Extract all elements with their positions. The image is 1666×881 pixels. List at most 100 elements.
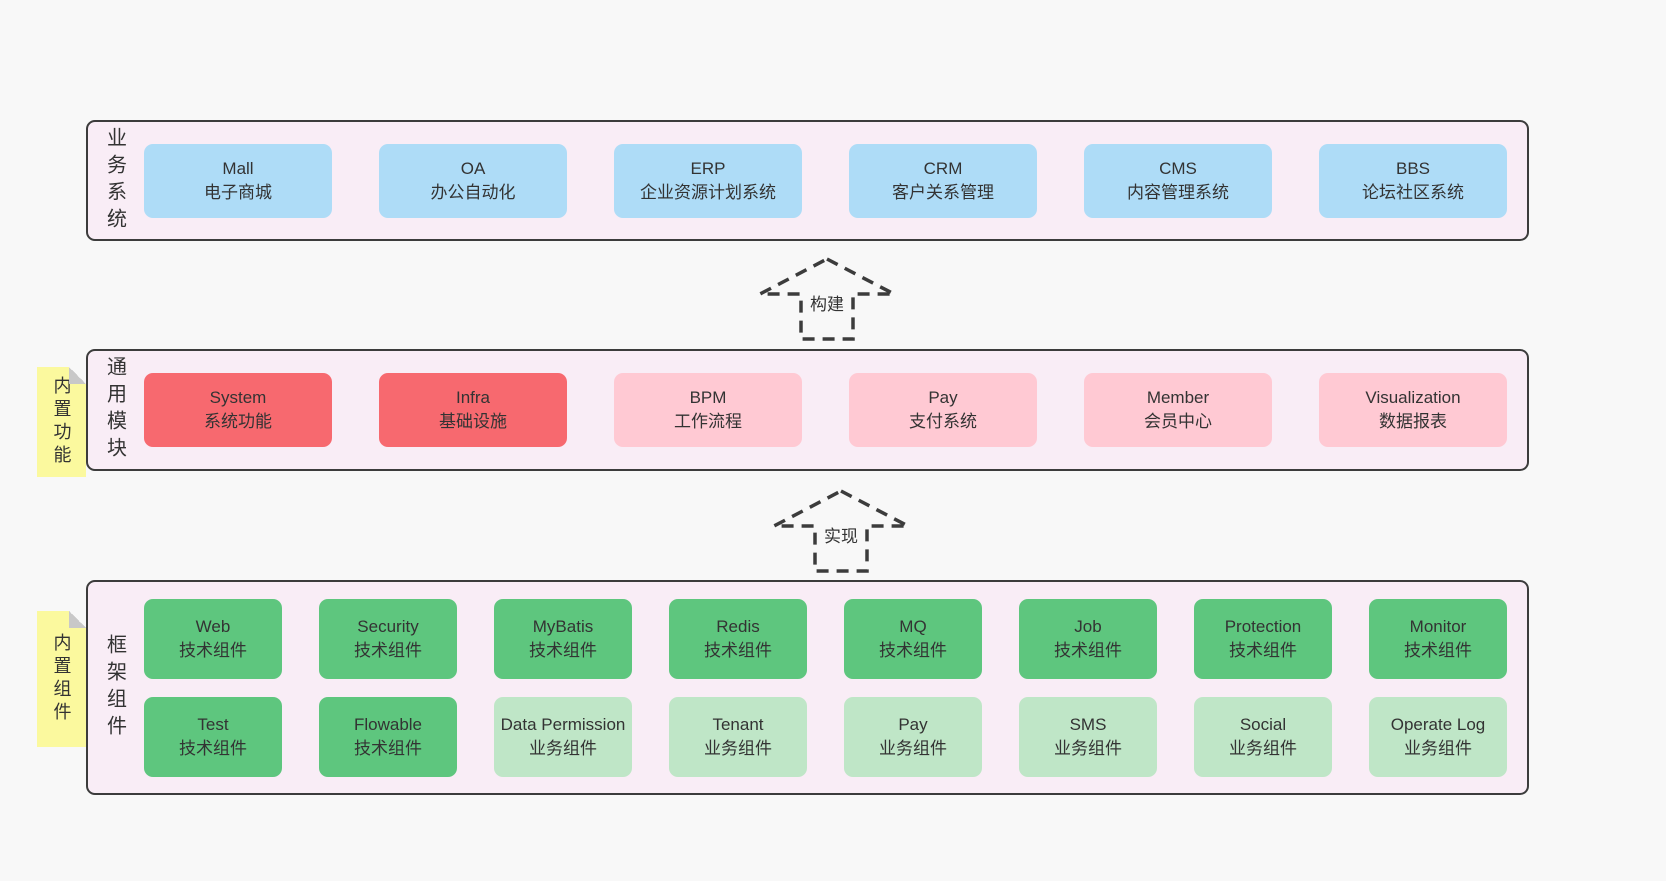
box-subtitle: 技术组件	[1054, 640, 1122, 660]
box-title: Data Permission	[500, 714, 626, 734]
box-title: OA	[460, 158, 486, 178]
box-title: CRM	[923, 158, 963, 178]
box-title: Pay	[928, 388, 958, 408]
box-crm: CRM 客户关系管理	[849, 143, 1037, 218]
box-bbs: BBS 论坛社区系统	[1319, 143, 1507, 218]
box-member: Member 会员中心	[1084, 373, 1272, 447]
box-title: SMS	[1069, 714, 1107, 734]
box-subtitle: 技术组件	[354, 738, 422, 758]
box-title: System	[209, 388, 267, 408]
folded-corner-icon	[69, 367, 86, 384]
box-subtitle: 业务组件	[704, 738, 772, 758]
box-subtitle: 电子商城	[204, 182, 272, 202]
box-title: Test	[197, 714, 229, 734]
box-title: Mall	[222, 158, 254, 178]
box-subtitle: 数据报表	[1379, 412, 1447, 431]
box-title: Visualization	[1365, 388, 1461, 408]
box-title: Flowable	[353, 714, 423, 734]
sticky-note-text: 内置功能	[51, 376, 72, 468]
box-title: MQ	[899, 616, 927, 636]
box-subtitle: 基础设施	[439, 412, 507, 431]
box-redis: Redis 技术组件	[669, 598, 807, 679]
box-title: Operate Log	[1390, 714, 1486, 734]
box-title: CMS	[1159, 158, 1197, 178]
box-title: Tenant	[712, 714, 764, 734]
band-label-business: 业务系统	[103, 126, 126, 235]
band-label-modules: 通用模块	[103, 356, 126, 464]
sticky-note-text: 内置组件	[51, 633, 72, 725]
box-subtitle: 技术组件	[529, 640, 597, 660]
dashed-up-arrow-1: 构建	[757, 256, 897, 342]
box-title: Web	[195, 616, 231, 636]
box-operate-log: Operate Log 业务组件	[1369, 696, 1507, 777]
box-data-permission: Data Permission 业务组件	[494, 696, 632, 777]
box-subtitle: 技术组件	[179, 738, 247, 758]
up-arrow-icon	[759, 257, 895, 341]
box-protection: Protection 技术组件	[1194, 598, 1332, 679]
box-subtitle: 技术组件	[179, 640, 247, 660]
box-title: Pay	[898, 714, 928, 734]
box-subtitle: 业务组件	[1054, 738, 1122, 758]
box-title: Job	[1074, 616, 1102, 636]
box-title: Security	[357, 616, 419, 636]
box-subtitle: 技术组件	[704, 640, 772, 660]
box-subtitle: 技术组件	[354, 640, 422, 660]
box-subtitle: 技术组件	[1404, 640, 1472, 660]
box-title: Monitor	[1409, 616, 1467, 636]
sticky-note-framework: 内置组件	[37, 611, 86, 747]
box-subtitle: 客户关系管理	[892, 182, 994, 202]
box-title: Social	[1239, 714, 1287, 734]
box-subtitle: 企业资源计划系统	[640, 182, 776, 202]
box-subtitle: 业务组件	[879, 738, 947, 758]
box-title: BPM	[689, 388, 727, 408]
box-monitor: Monitor 技术组件	[1369, 598, 1507, 679]
box-title: Protection	[1224, 616, 1302, 636]
folded-corner-icon	[69, 611, 86, 628]
sticky-note-modules: 内置功能	[37, 367, 86, 477]
up-arrow-icon	[773, 489, 909, 573]
box-subtitle: 业务组件	[529, 738, 597, 758]
box-subtitle: 会员中心	[1144, 412, 1212, 431]
box-pay-biz: Pay 业务组件	[844, 696, 982, 777]
box-tenant: Tenant 业务组件	[669, 696, 807, 777]
box-title: Infra	[455, 388, 491, 408]
box-social: Social 业务组件	[1194, 696, 1332, 777]
box-subtitle: 办公自动化	[430, 182, 516, 202]
box-subtitle: 业务组件	[1404, 738, 1472, 758]
box-subtitle: 论坛社区系统	[1362, 182, 1464, 202]
box-subtitle: 业务组件	[1229, 738, 1297, 758]
dashed-up-arrow-2: 实现	[771, 488, 911, 574]
arrow-label: 构建	[806, 288, 848, 317]
box-title: Member	[1146, 388, 1210, 408]
box-infra: Infra 基础设施	[379, 373, 567, 447]
box-sms: SMS 业务组件	[1019, 696, 1157, 777]
box-visualization: Visualization 数据报表	[1319, 373, 1507, 447]
box-title: Redis	[716, 616, 760, 636]
box-title: BBS	[1395, 158, 1431, 178]
arrow-label: 实现	[820, 520, 862, 549]
box-test: Test 技术组件	[144, 696, 282, 777]
box-subtitle: 技术组件	[1229, 640, 1297, 660]
box-web: Web 技术组件	[144, 598, 282, 679]
box-job: Job 技术组件	[1019, 598, 1157, 679]
box-security: Security 技术组件	[319, 598, 457, 679]
box-mall: Mall 电子商城	[144, 143, 332, 218]
band-label-framework: 框架组件	[103, 633, 126, 742]
